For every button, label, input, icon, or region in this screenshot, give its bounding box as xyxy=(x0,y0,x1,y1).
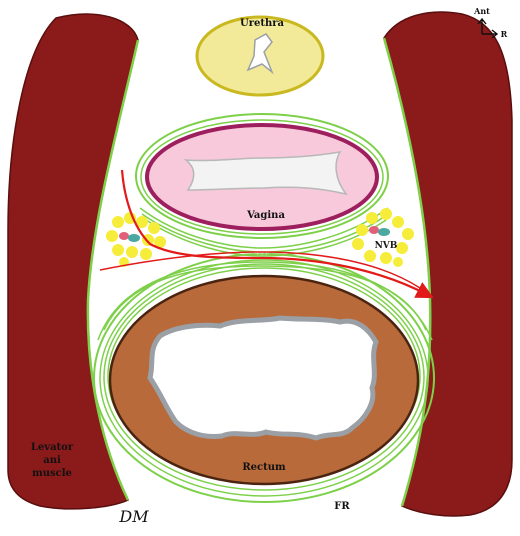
left-levator-ani-muscle xyxy=(7,13,139,510)
rectum-fascia-top-arc-2 xyxy=(103,265,427,331)
levator-ani-label-line1: Levator xyxy=(31,442,74,453)
nvb-fat-globule xyxy=(380,252,392,264)
nvb-fat-globule xyxy=(380,208,392,220)
right-levator-green-fascia xyxy=(382,37,432,507)
nvb-fat-globule xyxy=(352,238,364,250)
nvb-fat-globule xyxy=(366,212,378,224)
nvb-fat-globule xyxy=(392,216,404,228)
rectum-lumen xyxy=(147,315,379,441)
nvb-fat-globule xyxy=(396,242,408,254)
nvb-fat-globule xyxy=(148,222,160,234)
vagina-fascia-inner xyxy=(140,119,384,235)
rectum-fascia-3 xyxy=(103,263,425,491)
nvb-fat-globule xyxy=(393,257,403,267)
orientation-up-arrow-icon xyxy=(477,17,487,34)
dissection-path-arrow xyxy=(120,169,434,299)
nvb-vessel-red xyxy=(369,226,379,234)
nvb-fat-globule xyxy=(364,250,376,262)
nvb-fat-globule xyxy=(402,228,414,240)
vagina-label: Vagina xyxy=(246,210,285,221)
levator-ani-label-line3: muscle xyxy=(32,468,72,479)
nvb-vessel-red xyxy=(119,232,129,240)
orientation-indicator: Ant R xyxy=(473,6,508,39)
nvb-fat-globule xyxy=(154,236,166,248)
levator-ani-label-line2: ani xyxy=(43,455,61,466)
orientation-ant-label: Ant xyxy=(473,6,490,16)
rectum-label: Rectum xyxy=(242,462,286,473)
vagina-fascia-outer xyxy=(135,113,389,239)
rectovaginal-fascia-line-1 xyxy=(139,207,389,249)
urethra-lumen xyxy=(246,33,274,75)
nvb-fat-globule xyxy=(356,224,368,236)
nvb-fat-globule xyxy=(126,246,138,258)
nvb-fat-globule xyxy=(112,244,124,256)
nvb-vessel-teal xyxy=(128,234,140,242)
orientation-r-label: R xyxy=(501,29,508,39)
left-levator-green-fascia xyxy=(86,39,140,501)
vagina-lumen xyxy=(183,150,348,196)
dissection-path-arrow-lower xyxy=(99,251,421,289)
rectovaginal-fascia-line-3 xyxy=(145,219,387,257)
fr-label: FR xyxy=(334,501,350,512)
left-nvb xyxy=(106,212,166,267)
stars-marker: *** xyxy=(255,250,269,260)
nvb-fat-globule xyxy=(112,216,124,228)
nvb-fat-globule xyxy=(140,248,152,260)
dm-label: DM xyxy=(118,507,149,526)
rectum-fascia-outer xyxy=(93,253,435,503)
nvb-label: NVB xyxy=(375,241,398,251)
nvb-fat-globule xyxy=(136,216,148,228)
rectum-fascia-2 xyxy=(99,259,429,497)
nvb-vessel-teal xyxy=(378,228,390,236)
nvb-fat-globule xyxy=(106,230,118,242)
urethra-label: Urethra xyxy=(240,18,285,29)
right-nvb xyxy=(352,208,414,267)
orientation-right-arrow-icon xyxy=(482,29,499,39)
